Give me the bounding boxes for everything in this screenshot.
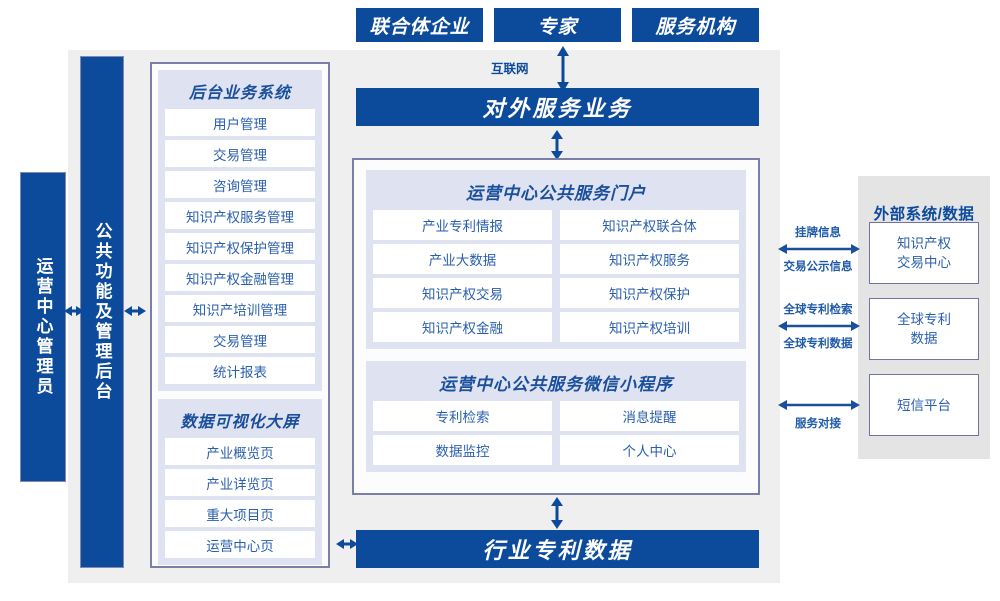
portal-item[interactable]: 知识产权金融 xyxy=(373,312,552,342)
backend-to-panel-arrow-icon xyxy=(124,306,146,316)
miniprogram-item[interactable]: 数据监控 xyxy=(373,435,552,465)
external-connector-arrow-icon xyxy=(778,400,860,410)
backend-business-group: 后台业务系统 用户管理 交易管理 咨询管理 知识产权服务管理 知识产权保护管理 … xyxy=(158,70,322,391)
portal-item[interactable]: 知识产权交易 xyxy=(373,278,552,308)
external-service-banner[interactable]: 对外服务业务 xyxy=(356,88,759,126)
public-service-panel: 运营中心公共服务门户 产业专利情报 产业大数据 知识产权交易 知识产权金融 知识… xyxy=(352,158,760,495)
connector-label-global-patent-search: 全球专利检索 xyxy=(783,304,853,316)
external-box-sms-platform[interactable]: 短信平台 xyxy=(869,374,979,436)
actor-box-union-enterprise[interactable]: 联合体企业 xyxy=(356,8,483,42)
external-box-line2: 交易中心 xyxy=(897,255,951,270)
portal-group-title: 运营中心公共服务门户 xyxy=(466,184,646,203)
visualization-group-title: 数据可视化大屏 xyxy=(180,414,300,431)
miniprogram-item[interactable]: 消息提醒 xyxy=(560,401,739,431)
backend-item[interactable]: 知识产权金融管理 xyxy=(165,264,315,291)
portal-item[interactable]: 产业大数据 xyxy=(373,244,552,274)
visualization-item[interactable]: 产业概览页 xyxy=(165,438,315,465)
visualization-item[interactable]: 产业详览页 xyxy=(165,469,315,496)
external-connector-arrow-icon xyxy=(778,244,860,254)
external-box-line1: 短信平台 xyxy=(897,397,951,413)
backend-item[interactable]: 用户管理 xyxy=(165,109,315,136)
visualization-item[interactable]: 运营中心页 xyxy=(165,531,315,558)
portal-to-industry-arrow-icon xyxy=(551,497,563,529)
public-service-portal-group: 运营中心公共服务门户 产业专利情报 产业大数据 知识产权交易 知识产权金融 知识… xyxy=(366,170,746,349)
backend-item[interactable]: 交易管理 xyxy=(165,326,315,353)
portal-item[interactable]: 知识产权联合体 xyxy=(560,210,739,240)
backend-item[interactable]: 统计报表 xyxy=(165,357,315,384)
backend-group-title: 后台业务系统 xyxy=(188,85,291,102)
wechat-miniprogram-group: 运营中心公共服务微信小程序 专利检索 数据监控 消息提醒 个人中心 xyxy=(366,361,746,472)
external-box-global-patent-data[interactable]: 全球专利 数据 xyxy=(869,298,979,360)
connector-label-global-patent-data: 全球专利数据 xyxy=(783,338,853,350)
backend-item[interactable]: 咨询管理 xyxy=(165,171,315,198)
external-box-line1: 全球专利 xyxy=(897,312,951,327)
backend-item[interactable]: 知识产权服务管理 xyxy=(165,202,315,229)
portal-item[interactable]: 产业专利情报 xyxy=(373,210,552,240)
external-systems-title: 外部系统/数据 xyxy=(873,206,975,223)
external-box-ip-exchange-center[interactable]: 知识产权 交易中心 xyxy=(869,222,979,284)
portal-item[interactable]: 知识产权服务 xyxy=(560,244,739,274)
actor-box-service-agency[interactable]: 服务机构 xyxy=(632,8,759,42)
data-visualization-group: 数据可视化大屏 产业概览页 产业详览页 重大项目页 运营中心页 xyxy=(158,399,322,565)
connector-label-listing-info: 挂牌信息 xyxy=(795,227,841,239)
external-box-line2: 数据 xyxy=(910,331,938,346)
backend-to-industry-arrow-icon xyxy=(336,539,358,549)
backend-item[interactable]: 知识产培训管理 xyxy=(165,295,315,322)
portal-item[interactable]: 知识产权保护 xyxy=(560,278,739,308)
vbar-public-function-backend[interactable]: 公共功能及管理后台 xyxy=(80,56,124,568)
industry-patent-data-banner[interactable]: 行业专利数据 xyxy=(356,530,759,568)
backend-item[interactable]: 知识产权保护管理 xyxy=(165,233,315,260)
miniprogram-item[interactable]: 个人中心 xyxy=(560,435,739,465)
miniprogram-item[interactable]: 专利检索 xyxy=(373,401,552,431)
internet-label: 互联网 xyxy=(491,62,529,76)
backend-item[interactable]: 交易管理 xyxy=(165,140,315,167)
connector-label-transaction-disclosure: 交易公示信息 xyxy=(783,261,853,273)
internet-arrow-icon xyxy=(557,46,569,92)
miniprogram-group-title: 运营中心公共服务微信小程序 xyxy=(439,375,673,394)
external-connector-arrow-icon xyxy=(778,321,860,331)
external-box-line1: 知识产权 xyxy=(897,236,951,251)
portal-item[interactable]: 知识产权培训 xyxy=(560,312,739,342)
vbar-operation-center-admin[interactable]: 运营中心管理员 xyxy=(20,172,66,482)
banner-to-portal-arrow-icon xyxy=(551,130,563,160)
visualization-item[interactable]: 重大项目页 xyxy=(165,500,315,527)
actor-box-expert[interactable]: 专家 xyxy=(494,8,621,42)
connector-label-service-docking: 服务对接 xyxy=(795,418,841,430)
backend-systems-panel: 后台业务系统 用户管理 交易管理 咨询管理 知识产权服务管理 知识产权保护管理 … xyxy=(150,62,330,568)
admin-to-backend-arrow-icon xyxy=(64,306,84,316)
